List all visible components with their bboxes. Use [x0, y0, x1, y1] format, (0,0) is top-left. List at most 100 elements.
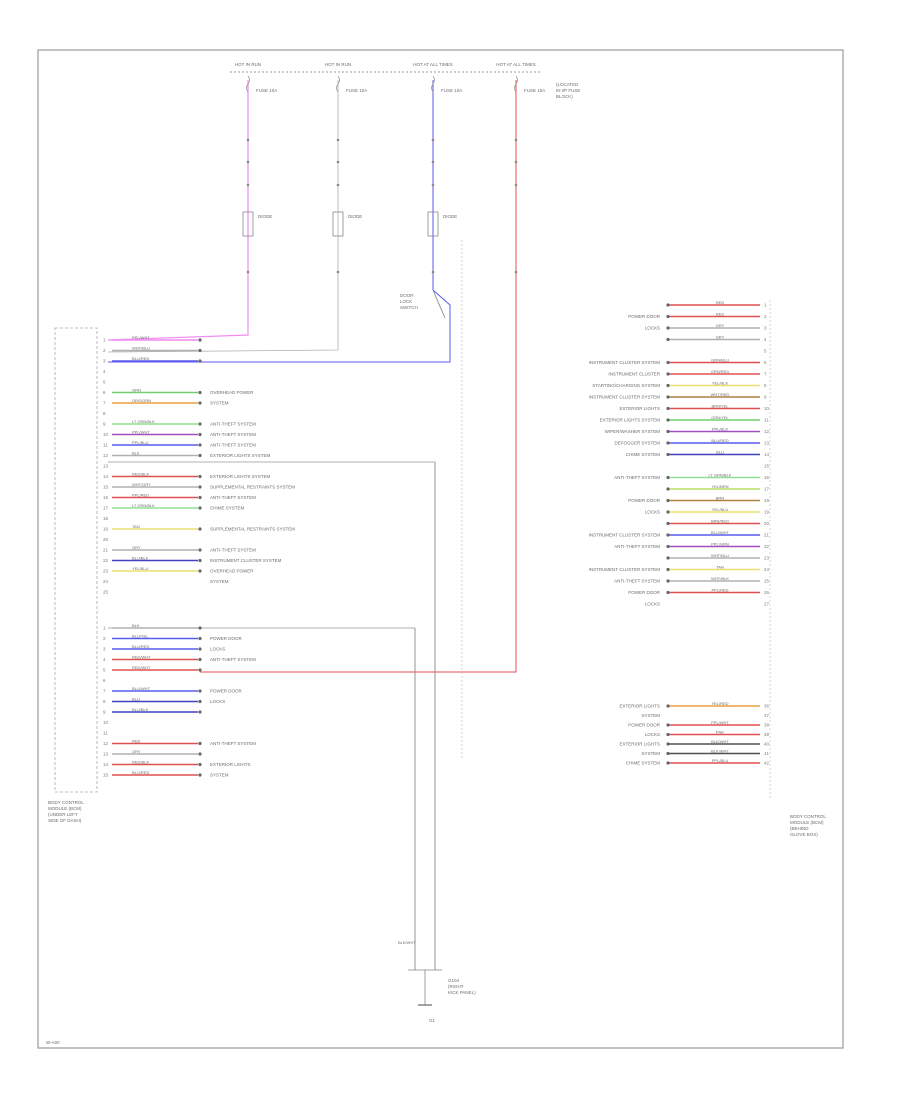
fuse-rating: FUSE 10A — [346, 88, 367, 93]
pin-number: 5 — [103, 668, 106, 673]
circuit-label: EXTERIOR LIGHTS — [619, 406, 660, 411]
pin-number: 1 — [103, 626, 106, 631]
circuit-label: INSTRUMENT CLUSTER SYSTEM — [589, 567, 661, 572]
pin-number: 1 — [103, 338, 106, 343]
circuit-label: EXTERIOR LIGHTS — [619, 742, 660, 747]
fuse-icon — [514, 75, 518, 93]
pin-number: 6 — [764, 360, 767, 365]
circuit-label: CHIME SYSTEM — [626, 761, 661, 766]
pin-number: 3 — [764, 326, 767, 331]
wire-code: PPL/WHT — [711, 720, 729, 725]
switch-label: SWITCH — [400, 305, 418, 310]
pin-number: 4 — [764, 337, 767, 342]
wire-code: BLU/RED — [711, 438, 728, 443]
wire-code: BLU/WHT — [711, 530, 730, 535]
splice-dot — [514, 138, 518, 142]
pin-number: 10 — [103, 720, 109, 725]
wire-code: PPL/BLU — [712, 758, 729, 763]
pin-number: 14 — [103, 762, 109, 767]
wire-terminal — [666, 441, 670, 445]
pin-number: 5 — [103, 380, 106, 385]
pin-number: 27 — [764, 602, 770, 607]
wire-terminal — [666, 418, 670, 422]
circuit-label: SUPPLEMENTAL RESTRAINTS SYSTEM — [210, 527, 295, 532]
splice-dot — [431, 160, 435, 164]
pin-number: 2 — [103, 348, 106, 353]
wire-code: RED/BLK — [132, 472, 149, 477]
pin-number: 41 — [764, 751, 770, 756]
wire-code: PPL/RED — [711, 588, 728, 593]
right-module-label: GLOVE BOX) — [790, 832, 818, 837]
circuit-label: LOCKS — [645, 602, 660, 607]
circuit-label: INSTRUMENT CLUSTER SYSTEM — [589, 533, 661, 538]
pin-number: 21 — [103, 548, 109, 553]
wire-code: BLU/BLK — [132, 707, 149, 712]
wire-terminal — [198, 453, 202, 458]
pin-number: 23 — [764, 556, 770, 561]
wire-code: RED — [716, 300, 725, 305]
wire-code: BLU — [716, 450, 724, 455]
circuit-label: INSTRUMENT CLUSTER — [608, 372, 660, 377]
splice-dot — [246, 138, 250, 142]
wire-code: BLU/WHT — [132, 686, 151, 691]
wire-terminal — [666, 579, 670, 583]
wire-code: BLU — [132, 697, 140, 702]
wire-terminal — [198, 710, 202, 714]
wire-terminal — [666, 521, 670, 526]
fuse-note: BLOCK) — [556, 94, 573, 99]
fuse-label: HOT IN RUN — [235, 62, 261, 67]
pin-number: 19 — [103, 527, 109, 532]
wire-code: YEL/RED — [711, 701, 728, 706]
wire-terminal — [666, 761, 670, 765]
wire-terminal — [198, 443, 202, 447]
circuit-label: LOCKS — [645, 732, 660, 737]
wire-terminal — [198, 569, 202, 573]
pin-number: 9 — [103, 422, 106, 427]
pin-number: 1 — [764, 303, 767, 308]
wire-code: BLU/RED — [132, 770, 149, 775]
wire-code: WHT/GRY — [132, 482, 151, 487]
circuit-label: STARTING/CHARGING SYSTEM — [592, 383, 660, 388]
pin-number: 12 — [103, 453, 109, 458]
circuit-label: SUPPLEMENTAL RESTRAINTS SYSTEM — [210, 485, 295, 490]
splice-dot — [431, 270, 435, 274]
wire-terminal — [666, 732, 670, 737]
pin-number: 14 — [764, 452, 770, 457]
left-module-label: BODY CONTROL — [48, 800, 84, 805]
wire-code: WHT/BLU — [711, 553, 729, 558]
wire-code: BLU/RED — [132, 644, 149, 649]
wire-code: RED/BLK — [132, 760, 149, 765]
wire-terminal — [198, 762, 202, 767]
fuse-icon — [431, 75, 435, 93]
wire-terminal — [198, 558, 202, 563]
wire-code: BLU/RED — [132, 356, 149, 361]
pin-number: 2 — [764, 314, 767, 319]
wire-code: YEL/BLU — [132, 566, 149, 571]
wire-terminal — [198, 773, 202, 777]
ground-label: (RIGHT — [448, 984, 464, 989]
wire-terminal — [198, 338, 202, 342]
fuse-note: (LOCATED — [556, 82, 579, 87]
wire-terminal — [198, 689, 202, 693]
wire-terminal — [198, 752, 202, 756]
pin-number: 25 — [764, 579, 770, 584]
relay-label: DIODE — [348, 214, 362, 219]
circuit-label: DEFOGGER SYSTEM — [614, 441, 660, 446]
pin-number: 3 — [103, 647, 106, 652]
wire-code: BRN/YEL — [711, 404, 729, 409]
wire-terminal — [666, 556, 670, 560]
wire-code: GRN/YEL — [711, 415, 729, 420]
circuit-label: EXTERIOR LIGHTS — [210, 762, 251, 767]
right-module-label: (BEHIND — [790, 826, 809, 831]
wire-terminal — [198, 390, 202, 395]
wire-code: BLK/WHT — [711, 749, 729, 754]
splice-dot — [514, 270, 518, 274]
circuit-label: ANTI-THEFT SYSTEM — [210, 443, 256, 448]
pin-number: 24 — [764, 567, 770, 572]
circuit-label: ANTI-THEFT SYSTEM — [614, 579, 660, 584]
pin-number: 17 — [764, 487, 770, 492]
wire-code: GRN/BLU — [711, 358, 729, 363]
wire-code: LT GRN/BLK — [132, 503, 155, 508]
